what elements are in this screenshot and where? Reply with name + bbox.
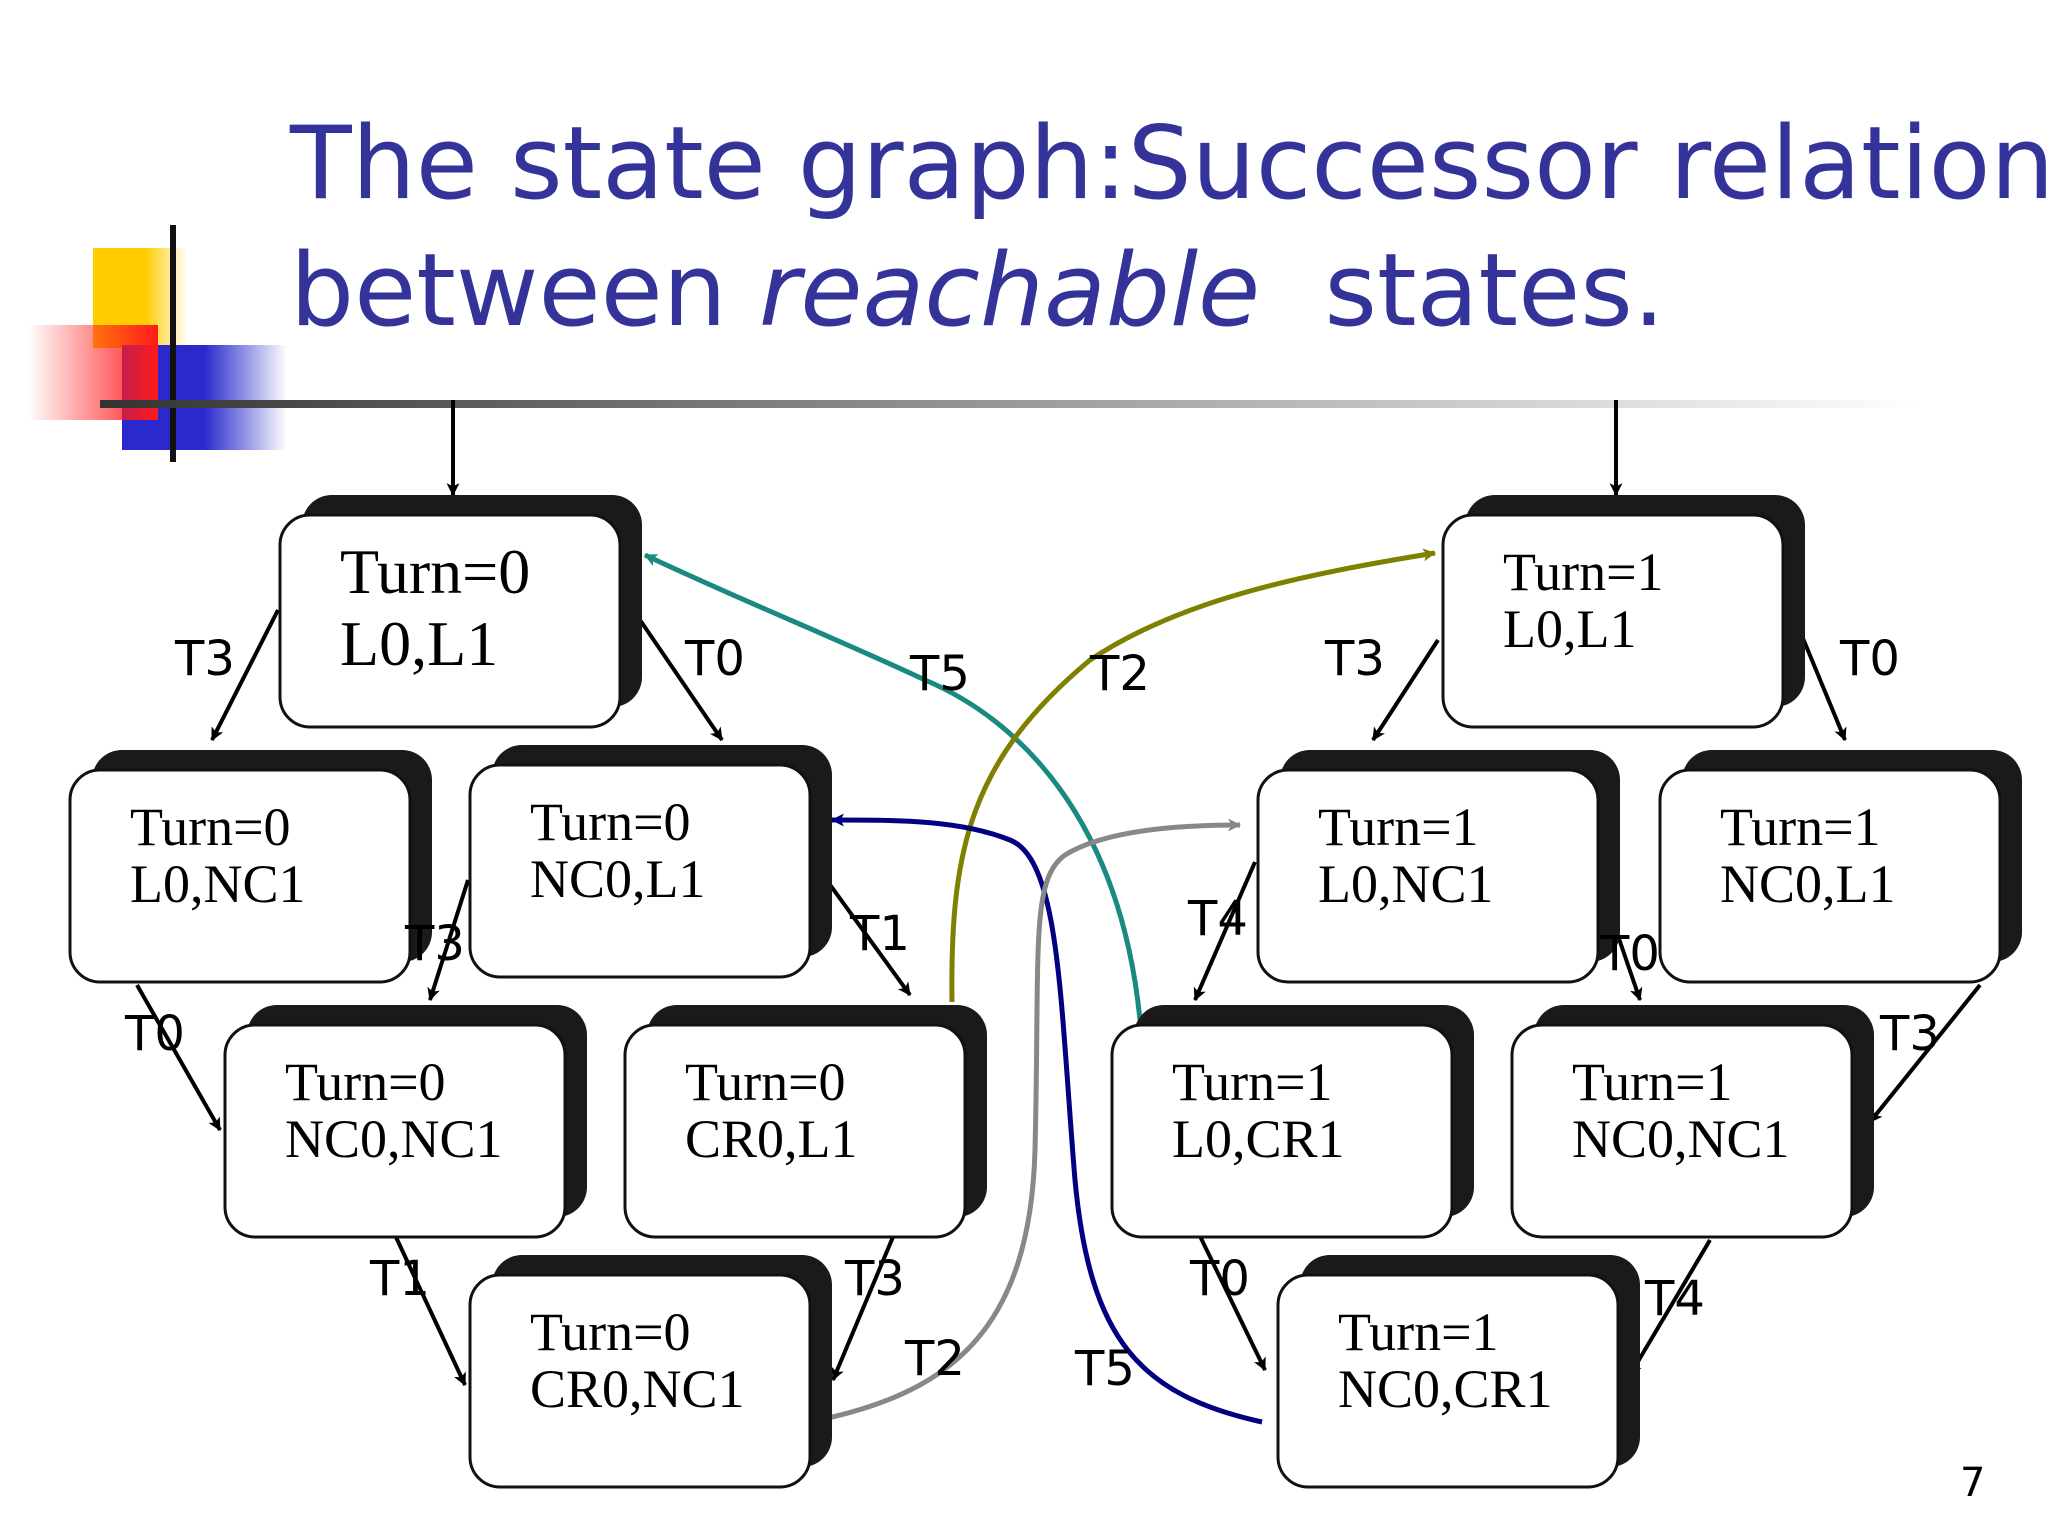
state-turn-label: Turn=0: [285, 1052, 446, 1112]
transition-edge: [1868, 983, 1982, 1124]
transition-label: T3: [1879, 1006, 1940, 1062]
state-node-box: [468, 1273, 812, 1489]
transition-edge: [135, 984, 222, 1131]
state-node-box: [1658, 768, 2002, 984]
transition-label: T3: [404, 916, 465, 972]
slide-ornament: [28, 225, 1920, 462]
state-locations-label: L0,CR1: [1172, 1109, 1345, 1169]
state-locations-label: NC0,L1: [530, 849, 706, 909]
state-node: Turn=0L0,NC1: [68, 750, 432, 984]
transition-edge: [210, 609, 280, 741]
transition-label: T2: [904, 1331, 965, 1387]
state-locations-label: L0,L1: [340, 608, 498, 679]
title-rule: [100, 400, 1920, 408]
state-locations-label: NC0,NC1: [285, 1109, 503, 1169]
state-locations-label: NC0,CR1: [1338, 1359, 1553, 1419]
state-locations-label: CR0,L1: [685, 1109, 858, 1169]
transition-edge: [830, 813, 1263, 1425]
transition-label: T3: [174, 631, 235, 687]
transition-edge: [393, 1234, 467, 1386]
transition-edge: [827, 818, 1242, 1421]
transition-label: T0: [1839, 631, 1900, 687]
state-node-box: [223, 1023, 567, 1239]
transition-edge: [1193, 861, 1257, 1001]
state-node-box: [1256, 768, 1600, 984]
state-node-box: [623, 1023, 967, 1239]
transition-label: T1: [369, 1251, 430, 1307]
state-turn-label: Turn=0: [530, 1302, 691, 1362]
transition-label: T0: [684, 631, 745, 687]
nodes: Turn=0L0,L1Turn=0L0,NC1Turn=0NC0,L1Turn=…: [68, 495, 2022, 1489]
transition-label: T0: [1189, 1251, 1250, 1307]
transition-edge: [831, 1224, 900, 1381]
slide-title: The state graph:Successor relation betwe…: [290, 100, 2048, 354]
state-node-box: [468, 763, 812, 979]
state-locations-label: L0,L1: [1503, 599, 1636, 659]
state-node-box: [1510, 1023, 1854, 1239]
transition-label: T4: [1644, 1271, 1705, 1327]
state-turn-label: Turn=1: [1172, 1052, 1333, 1112]
state-locations-label: NC0,NC1: [1572, 1109, 1790, 1169]
state-node-box: [1441, 513, 1785, 729]
state-node-box: [68, 768, 412, 984]
state-locations-label: NC0,L1: [1720, 854, 1896, 914]
title-line-1: The state graph:Successor relation: [290, 104, 2048, 222]
state-node: Turn=1L0,L1: [1441, 495, 1805, 729]
transition-label: T5: [909, 646, 970, 702]
state-locations-label: L0,NC1: [130, 854, 306, 914]
transition-edge: [643, 552, 1143, 1021]
state-locations-label: CR0,NC1: [530, 1359, 745, 1419]
transition-edge: [826, 880, 912, 997]
state-turn-label: Turn=0: [130, 797, 291, 857]
transition-label: T0: [124, 1006, 185, 1062]
page-number: 7: [1960, 1460, 1986, 1506]
transition-label: T4: [1187, 891, 1248, 947]
state-node: Turn=1L0,CR1: [1110, 1005, 1474, 1239]
transition-label: T5: [1074, 1341, 1135, 1397]
ornament-vertical-line: [170, 225, 176, 462]
transition-edge: [949, 548, 1437, 1003]
state-node: Turn=0L0,L1: [278, 495, 642, 729]
transition-label: T1: [849, 906, 910, 962]
state-node-box: [1276, 1273, 1620, 1489]
transition-label: T2: [1089, 646, 1150, 702]
state-turn-label: Turn=1: [1338, 1302, 1499, 1362]
state-node-box: [278, 513, 622, 729]
title-line-2-start: between: [290, 231, 759, 349]
state-node: Turn=1L0,NC1: [1256, 750, 1620, 984]
state-node-box: [1110, 1023, 1454, 1239]
edges: [135, 400, 1982, 1425]
title-line-2-end: states.: [1260, 231, 1665, 349]
transition-edge: [427, 879, 470, 1002]
state-turn-label: Turn=0: [685, 1052, 846, 1112]
title-emphasis: reachable: [758, 231, 1261, 349]
state-turn-label: Turn=1: [1572, 1052, 1733, 1112]
transition-edge: [638, 618, 724, 742]
title-line-2: between reachable states.: [290, 227, 2048, 354]
state-turn-label: Turn=0: [340, 536, 530, 607]
transition-edge: [1628, 1238, 1712, 1377]
transition-edge: [1371, 638, 1440, 742]
state-turn-label: Turn=1: [1720, 797, 1881, 857]
state-turn-label: Turn=1: [1503, 542, 1664, 602]
transition-edge: [1195, 1229, 1267, 1371]
state-turn-label: Turn=1: [1318, 797, 1479, 857]
transition-label: T3: [844, 1251, 905, 1307]
state-turn-label: Turn=0: [530, 792, 691, 852]
transition-label: T0: [1599, 926, 1660, 982]
state-locations-label: L0,NC1: [1318, 854, 1494, 914]
transition-label: T3: [1324, 631, 1385, 687]
